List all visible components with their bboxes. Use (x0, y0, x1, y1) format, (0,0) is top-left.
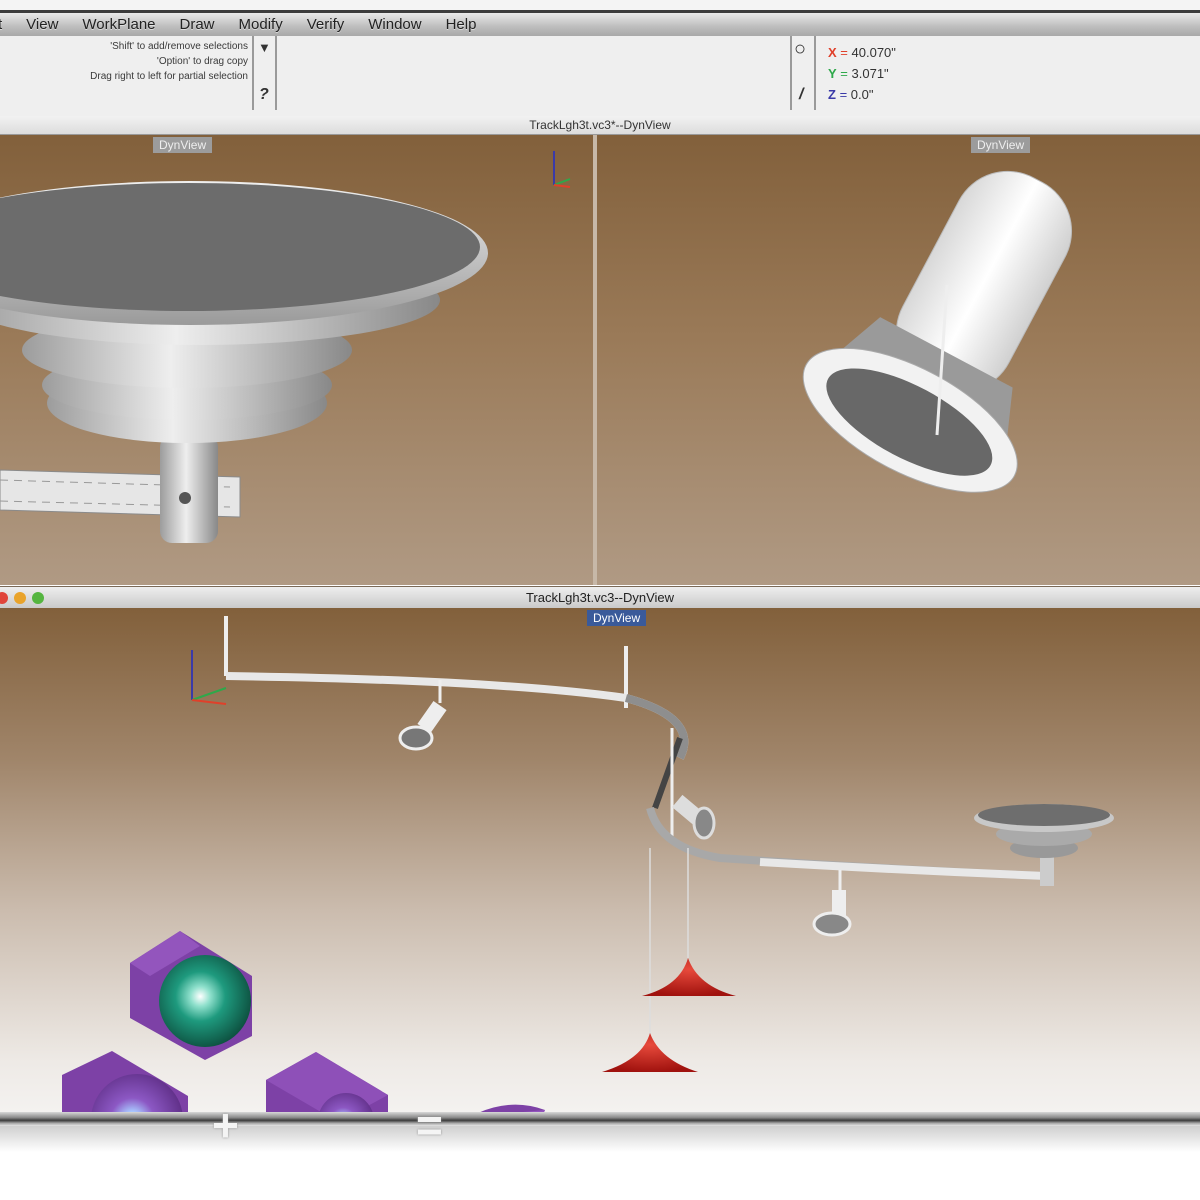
screen-top-edge (0, 0, 1200, 10)
menu-item-draw[interactable]: Draw (179, 16, 215, 33)
spotlight-3 (812, 870, 852, 937)
y-label: Y (828, 66, 837, 81)
hint-shift: 'Shift' to add/remove selections (110, 41, 248, 52)
spotlight-3d-model (802, 170, 1073, 493)
hint-option: 'Option' to drag copy (156, 56, 248, 67)
circle-tool-icon[interactable]: ○ (794, 38, 807, 60)
z-label: Z (828, 87, 836, 102)
x-value: 40.070" (851, 45, 896, 60)
y-equals: = (840, 66, 848, 81)
hint-drag: Drag right to left for partial selection (90, 71, 248, 82)
dropdown-arrow-icon[interactable]: ▼ (258, 40, 271, 55)
divider (252, 36, 254, 110)
axis-gizmo-icon (191, 650, 227, 705)
menu-item-window[interactable]: Window (368, 16, 422, 33)
menu-item-modify[interactable]: Modify (238, 16, 283, 33)
help-icon[interactable]: ? (259, 86, 269, 103)
menu-item-help[interactable]: Help (445, 16, 477, 33)
coord-y: Y = 3.071" (828, 66, 889, 81)
canopy-3d-model (0, 151, 571, 543)
axis-gizmo-icon (553, 151, 571, 188)
canopy-small (974, 804, 1114, 886)
menu-item-workplane[interactable]: WorkPlane (82, 16, 156, 33)
viewport-splitter[interactable] (593, 135, 597, 585)
menu-item-edit-partial[interactable]: t (0, 16, 3, 33)
menu-item-view[interactable]: View (26, 16, 59, 33)
track-lighting-assembly (62, 616, 1114, 1113)
view-mode-tag[interactable]: DynView (153, 137, 213, 153)
cube-with-cavity (266, 1052, 388, 1113)
view-mode-tag[interactable]: DynView (971, 137, 1031, 153)
zoom-window-button[interactable] (32, 592, 44, 604)
spotlight-1 (398, 680, 447, 751)
close-window-button[interactable] (0, 592, 8, 604)
window-title: TrackLgh3t.vc3--DynView (525, 590, 675, 605)
tool-palette: 'Shift' to add/remove selections 'Option… (0, 36, 1200, 116)
x-equals: = (840, 45, 848, 60)
coord-z: Z = 0.0" (828, 87, 873, 102)
viewport-left[interactable]: DynView (0, 135, 593, 585)
window-title-bar-top[interactable]: TrackLgh3t.vc3*--DynView (0, 116, 1200, 135)
window-title-bar-bottom[interactable]: TrackLgh3t.vc3--DynView (0, 586, 1200, 609)
window-bottom-edge (0, 1112, 1200, 1126)
menu-bar: t View WorkPlane Draw Modify Verify Wind… (0, 10, 1200, 36)
pendant-shade-1 (642, 958, 736, 996)
pencil-tool-icon[interactable]: / (799, 86, 804, 103)
z-equals: = (839, 87, 848, 102)
equals-operator: = (416, 1099, 443, 1151)
minimize-window-button[interactable] (14, 592, 26, 604)
cube-with-sphere-union (130, 931, 252, 1060)
pendant-shade-2 (602, 1033, 698, 1072)
view-mode-tag-active[interactable]: DynView (587, 610, 647, 626)
menu-item-verify[interactable]: Verify (306, 16, 345, 33)
spotlight-2 (672, 794, 716, 840)
divider (275, 36, 277, 110)
x-label: X (828, 45, 837, 60)
window-title: TrackLgh3t.vc3*--DynView (529, 118, 671, 132)
plus-operator: + (212, 1099, 239, 1151)
viewport-right[interactable]: DynView (597, 135, 1200, 585)
page-bottom (0, 1126, 1200, 1200)
coord-x: X = 40.070" (828, 45, 896, 60)
z-value: 0.0" (850, 87, 874, 102)
viewport-bottom[interactable]: DynView (0, 608, 1200, 1113)
cube-with-sphere-subtract (62, 1051, 188, 1113)
divider (790, 36, 792, 110)
y-value: 3.071" (851, 66, 889, 81)
divider (814, 36, 816, 110)
